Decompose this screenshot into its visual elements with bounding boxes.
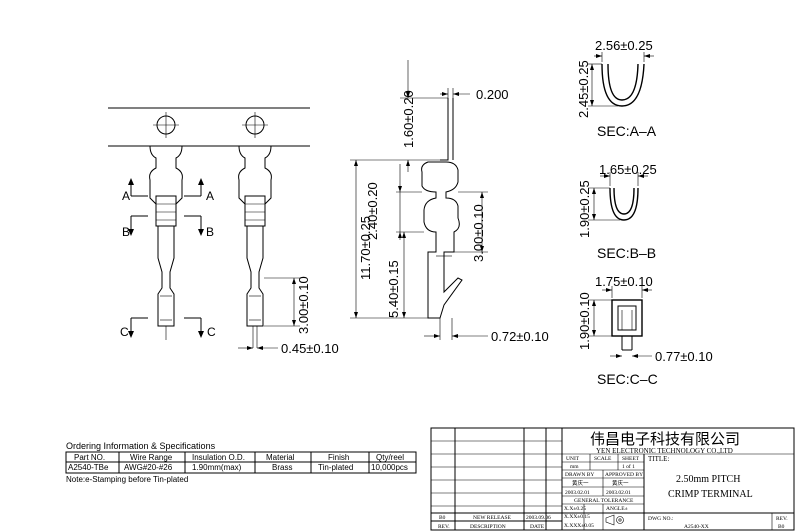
dwg-no: A2540-XX <box>684 524 709 530</box>
company-name-en: YEN ELECTRONIC TECHNOLOGY CO.,LTD <box>596 447 733 455</box>
dim-wire-crimp: 3.00±0.10 <box>471 204 486 262</box>
title-line-2: CRIMP TERMINAL <box>668 489 753 500</box>
dim-sec-cc-width: 1.75±0.10 <box>595 274 653 289</box>
ordering-cell-wire-range: AWG#20-#26 <box>124 463 173 472</box>
dim-sec-cc-height: 1.90±0.10 <box>577 292 592 350</box>
ordering-cell-finish: Tin-plated <box>318 463 353 472</box>
sheet-label: SHEET <box>622 456 640 462</box>
ordering-note: Note:e-Stamping before Tin-plated <box>66 475 188 484</box>
dim-total-length: 11.70±0.25 <box>358 216 373 280</box>
ordering-header-wire-range: Wire Range <box>130 453 173 462</box>
scale-label: SCALE <box>594 456 612 462</box>
side-view-terminal: 0.200 11.70±0.25 1.60±0.20 2.40±0.20 5.4… <box>350 60 549 344</box>
cut-label-b-left: B <box>122 225 130 239</box>
dim-contact-length: 3.00±0.10 <box>296 276 311 334</box>
approved-date: 2003.02.01 <box>606 490 631 496</box>
dim-sec-bb-height: 1.90±0.25 <box>577 180 592 238</box>
section-label-bb: SEC:B–B <box>597 245 656 261</box>
cut-label-a-left: A <box>122 189 130 203</box>
title-label: TITLE: <box>648 455 669 463</box>
tolerance-3: X.XXX±0.05 <box>564 523 594 529</box>
unit-value: mm <box>570 464 579 470</box>
company-name-cn: 伟昌电子科技有限公司 <box>590 431 740 448</box>
cut-label-c-right: C <box>207 325 216 339</box>
ordering-cell-qty: 10,000pcs <box>371 463 408 472</box>
dim-tab-height: 1.60±0.20 <box>401 90 416 148</box>
cut-label-c-left: C <box>120 325 129 339</box>
tolerance-2: X.XX±0.15 <box>564 514 590 520</box>
tolerance-1: X.X±0.25 <box>564 506 586 512</box>
dim-sec-bb-width: 1.65±0.25 <box>599 162 657 177</box>
tolerance-label: GENERAL TOLERANCE <box>574 498 634 504</box>
section-label-aa: SEC:A–A <box>597 123 657 139</box>
ordering-cell-material: Brass <box>272 463 292 472</box>
ordering-cell-insulation: 1.90mm(max) <box>192 463 242 472</box>
dim-sec-aa-width: 2.56±0.25 <box>595 38 653 53</box>
section-c-c: 1.75±0.10 1.90±0.10 0.77±0.10 SEC:C–C <box>577 274 713 387</box>
section-cut-marks: A A B B C C <box>120 178 216 339</box>
dim-pin-width: 0.45±0.10 <box>281 341 339 356</box>
desc-header: DESCRIPTION <box>470 524 506 530</box>
ordering-header-finish: Finish <box>328 453 349 462</box>
angle-label: ANGLE± <box>606 506 628 512</box>
front-view-terminal-right: 0.45±0.10 3.00±0.10 <box>238 112 339 356</box>
dwg-no-label: DWG NO.: <box>648 516 674 522</box>
dim-thickness: 0.200 <box>476 87 509 102</box>
rev-header: REV. <box>438 524 450 530</box>
rev-label: REV. <box>776 516 788 522</box>
ordering-header-part-no: Part NO. <box>74 453 105 462</box>
dim-sec-cc-pin: 0.77±0.10 <box>655 349 713 364</box>
cut-label-a-right: A <box>206 189 214 203</box>
title-block: B0 NEW RELEASE 2003.09.06 REV. DESCRIPTI… <box>430 427 795 531</box>
approved-by-name: 黄庆一 <box>612 479 629 487</box>
dim-body-length: 5.40±0.15 <box>386 260 401 318</box>
drawn-by-label: DRAWN BY <box>565 472 594 478</box>
dim-side-width: 0.72±0.10 <box>491 329 549 344</box>
ordering-title: Ordering Information & Specifications <box>66 441 216 451</box>
rev-row-date: 2003.09.06 <box>526 515 551 521</box>
sheet-value: 1 of 1 <box>622 463 635 470</box>
rev-row-code: B0 <box>439 515 446 521</box>
ordering-header-insulation: Insulation O.D. <box>192 453 245 462</box>
projection-symbol-icon <box>605 514 624 526</box>
title-line-1: 2.50mm PITCH <box>676 474 740 485</box>
ordering-table: Ordering Information & Specifications Pa… <box>65 441 417 484</box>
dim-insulation-crimp: 2.40±0.20 <box>365 182 380 240</box>
section-a-a: 2.56±0.25 2.45±0.25 SEC:A–A <box>576 38 657 139</box>
ordering-header-qty: Qty/reel <box>376 453 404 462</box>
approved-by-label: APPROVED BY <box>605 472 643 478</box>
section-label-cc: SEC:C–C <box>597 371 658 387</box>
unit-label: UNIT <box>566 456 580 462</box>
cut-label-b-right: B <box>206 225 214 239</box>
drawn-by-name: 黄庆一 <box>572 479 589 487</box>
date-header: DATE <box>530 524 545 530</box>
drawn-date: 2003.02.01 <box>565 490 590 496</box>
rev-row-desc: NEW RELEASE <box>473 515 512 521</box>
ordering-header-material: Material <box>266 453 295 462</box>
dim-sec-aa-height: 2.45±0.25 <box>576 60 591 118</box>
section-b-b: 1.65±0.25 1.90±0.25 SEC:B–B <box>577 162 657 261</box>
front-view-terminal-left <box>108 107 310 340</box>
ordering-cell-part-no: A2540-TBe <box>68 463 109 472</box>
rev-value: B0 <box>778 524 785 530</box>
